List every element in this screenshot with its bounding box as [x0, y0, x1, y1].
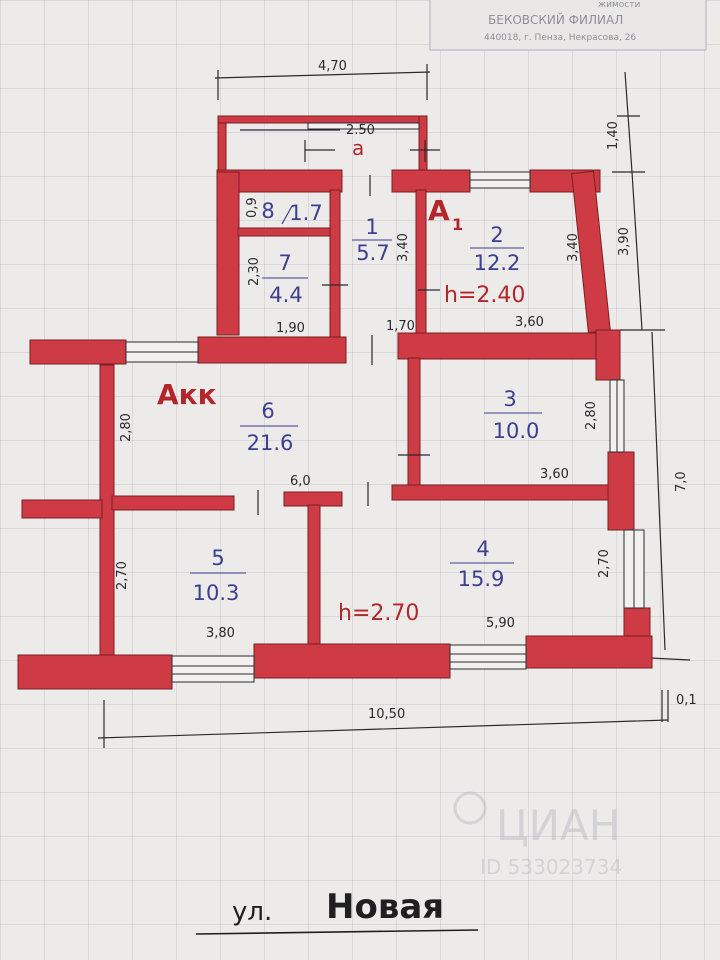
room-area: 10.3 [193, 581, 240, 605]
room-number: 6 [261, 399, 274, 423]
watermark-brand: ЦИАН [496, 801, 620, 850]
street-label: ул. Новая [195, 887, 479, 935]
literal-annex: А [428, 194, 450, 227]
dim-offset: 0,1 [676, 693, 697, 708]
stamp-line-1: жимости [598, 0, 640, 10]
room-area: 10.0 [493, 419, 540, 443]
height-main: h=2.70 [338, 601, 419, 626]
watermark-logo-icon [453, 791, 487, 825]
dim-room6-height: 2,80 [119, 413, 134, 442]
room-7: 7 4.4 [262, 251, 308, 307]
dim-room1-height: 3,40 [396, 233, 411, 262]
dim-room1-width: 1,70 [386, 319, 415, 334]
dim-room4-width: 5,90 [486, 616, 515, 631]
room-number: 5 [211, 546, 224, 570]
literal-annex-sub: 1 [452, 215, 463, 234]
dim-main-depth: 7,0 [674, 471, 689, 492]
room-3: 3 10.0 [484, 387, 542, 443]
dim-room6-width: 6,0 [290, 474, 311, 489]
room-number: 3 [503, 387, 516, 411]
room-number: 1 [365, 215, 378, 239]
room-8: 8 1.7 [261, 199, 322, 225]
room-area: 5.7 [356, 241, 389, 265]
watermark-id: ID 533023734 [480, 855, 622, 879]
room-5: 5 10.3 [190, 546, 246, 605]
windows [125, 122, 645, 683]
dim-total-width: 10,50 [368, 707, 405, 722]
room-area: 12.2 [474, 251, 521, 275]
room-number: 4 [476, 537, 489, 561]
dim-room8-height: 0,9 [245, 197, 260, 218]
door-marks [257, 140, 440, 515]
dim-room5-width: 3,80 [206, 626, 235, 641]
street-prefix: ул. [232, 897, 272, 927]
literal-main: Акк [157, 378, 217, 411]
dimension-lines [97, 64, 691, 748]
dim-room7-height: 2,30 [247, 257, 262, 286]
dim-porch-depth: 1,40 [606, 121, 621, 150]
dim-room3-width: 3,60 [540, 467, 569, 482]
watermark: ЦИАН ID 533023734 [453, 791, 622, 879]
room-2: 2 12.2 [470, 223, 524, 275]
room-1: 1 5.7 [352, 215, 392, 265]
dim-top-width: 4,70 [318, 59, 347, 74]
dim-annex-depth: 3,90 [617, 227, 632, 256]
stamp-line-3: 440018, г. Пенза, Некрасова, 26 [484, 33, 636, 43]
stamp-line-2: БЕКОВСКИЙ ФИЛИАЛ [488, 12, 623, 27]
room-area: 4.4 [269, 283, 302, 307]
dim-room7-width: 1,90 [276, 321, 305, 336]
literal-porch: а [352, 136, 364, 160]
dim-room2-width: 3,60 [515, 315, 544, 330]
room-number: 8 [261, 199, 274, 223]
room-6: 6 21.6 [240, 399, 298, 455]
room-number: 2 [490, 223, 503, 247]
room-number: 7 [278, 251, 291, 275]
bti-stamp: жимости БЕКОВСКИЙ ФИЛИАЛ 440018, г. Пенз… [429, 0, 707, 51]
walls [17, 115, 653, 690]
dim-room3-height: 2,80 [584, 401, 599, 430]
street-name: Новая [326, 887, 444, 927]
dim-room2-height: 3,40 [566, 233, 581, 262]
height-annex: h=2.40 [444, 283, 525, 308]
room-area: 1.7 [289, 201, 322, 225]
room-area: 21.6 [247, 431, 294, 455]
dim-room4-height: 2,70 [597, 549, 612, 578]
room-4: 4 15.9 [450, 537, 514, 591]
dim-porch-width: 2.50 [346, 123, 375, 138]
dim-room5-height: 2,70 [115, 561, 130, 590]
room-area: 15.9 [458, 567, 505, 591]
